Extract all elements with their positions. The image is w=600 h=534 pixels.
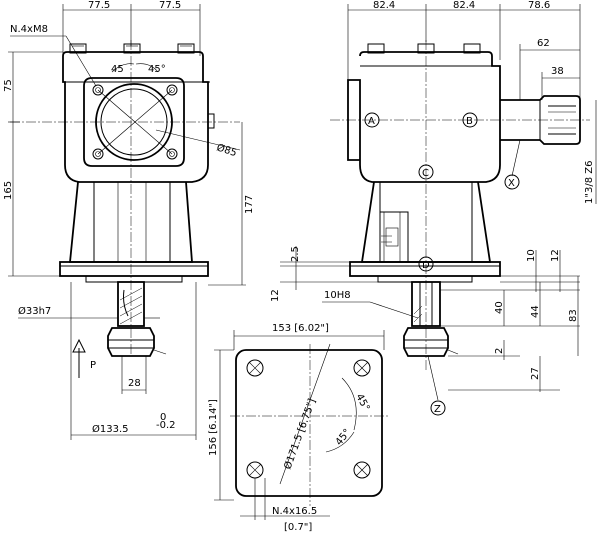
side-callout-a: A: [368, 116, 375, 127]
side-callout-x: X: [508, 178, 515, 189]
base-hole-callout: N.4x16.5: [272, 506, 317, 517]
front-view: 77.5 77.5 45 45° N: [3, 0, 255, 440]
base-diagonal-label: Ø171.5 [6.75"]: [282, 397, 319, 471]
side-spline-label: 1"3/8 Z6: [584, 161, 595, 204]
front-direction-label: P: [90, 360, 96, 371]
base-angle-2: 45°: [334, 427, 354, 448]
side-top-dim-2: 82.4: [453, 0, 475, 11]
side-top-dim-3: 78.6: [528, 0, 550, 11]
front-angle-right: 45°: [148, 64, 166, 75]
side-callout-z: Z: [434, 404, 441, 415]
front-angle-left: 45: [111, 64, 124, 75]
front-flange-tol-upper: 0: [160, 412, 166, 423]
side-dim-12-right: 12: [550, 249, 561, 262]
front-flange-tol-lower: -0.2: [156, 420, 176, 431]
base-hole-inch: [0.7"]: [284, 522, 312, 533]
front-bolt-circle-dia: Ø85: [215, 141, 238, 159]
base-hole-br: [353, 461, 371, 479]
base-hole-tr: [353, 359, 371, 377]
front-shaft-fit: Ø33h7: [18, 305, 51, 317]
side-callout-c: C: [422, 168, 429, 179]
side-dim-12-left: 12: [270, 289, 281, 302]
front-height-total: 165: [3, 181, 14, 200]
side-shaft-len-38: 38: [551, 66, 564, 77]
side-dim-2-5: 2.5: [290, 246, 301, 262]
front-flange-dia: Ø133.5: [92, 423, 129, 435]
front-height-right: 177: [244, 195, 255, 214]
front-height-upper: 75: [3, 79, 14, 92]
base-height-label: 156 [6.14"]: [208, 399, 219, 456]
front-top-dim-right: 77.5: [159, 0, 181, 11]
front-bolt-callout: N.4xM8: [10, 24, 48, 35]
side-callout-d: D: [422, 260, 430, 271]
side-dim-10: 10: [526, 249, 537, 262]
side-shaft-len-62: 62: [537, 38, 550, 49]
side-dim-27: 27: [530, 367, 541, 380]
front-key-width: 28: [128, 378, 141, 389]
side-bore-fit: 10H8: [324, 290, 351, 301]
side-dim-40: 40: [494, 301, 505, 314]
side-dim-83: 83: [568, 309, 579, 322]
side-view: 82.4 82.4 78.6 62 38 A B C: [270, 0, 597, 416]
base-hole-bl: [246, 461, 264, 479]
side-top-dim-1: 82.4: [373, 0, 395, 11]
side-dim-2: 2: [494, 348, 505, 354]
front-top-dim-left: 77.5: [88, 0, 110, 11]
base-width-label: 153 [6.02"]: [272, 323, 329, 334]
side-dim-44: 44: [530, 305, 541, 318]
side-callout-b: B: [466, 116, 473, 127]
base-hole-tl: [246, 359, 264, 377]
base-view: 153 [6.02"] 156 [6.14"]: [208, 323, 390, 533]
